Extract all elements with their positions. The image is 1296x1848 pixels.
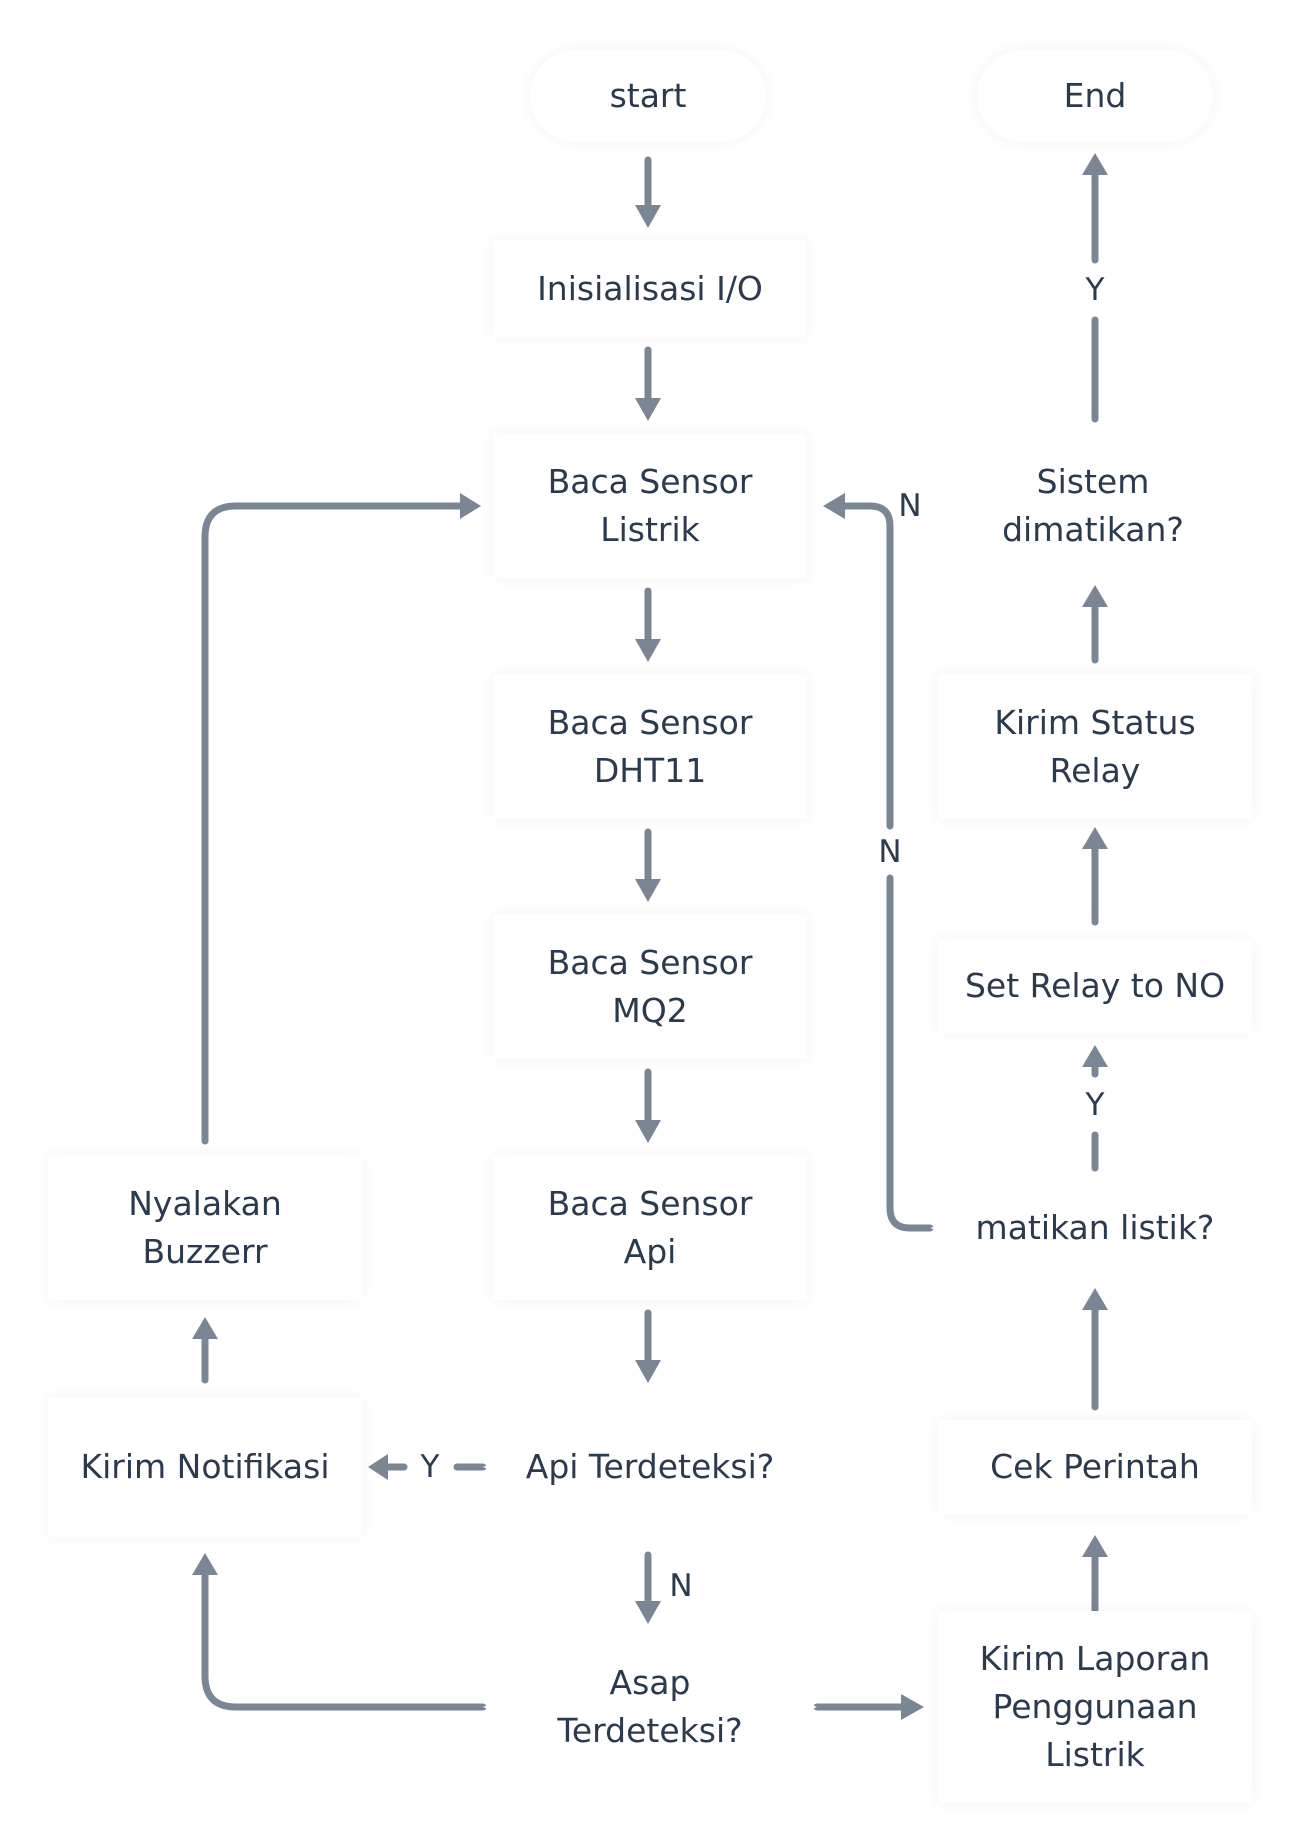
kirim-status-process: Kirim Status Relay (938, 674, 1252, 819)
asap-decision: Asap Terdeteksi? (483, 1636, 817, 1778)
matikan-yes-label: Y (1082, 1087, 1108, 1123)
kirim-laporan-line-1: Kirim Laporan (979, 1639, 1211, 1678)
end-label: End (1063, 76, 1127, 115)
read-listrik-process: Baca Sensor Listrik (493, 433, 807, 578)
edge-buzzer-listrik (201, 502, 469, 1145)
asap-decision-line-2: Terdeteksi? (557, 1711, 743, 1750)
kirim-laporan-process: Kirim Laporan Penggunaan Listrik (938, 1611, 1252, 1803)
read-dht11-line-2: DHT11 (593, 750, 707, 790)
sistem-no-label: N (895, 488, 925, 524)
read-api-process: Baca Sensor Api (493, 1155, 807, 1300)
arrowhead-laporan (901, 1694, 924, 1720)
start-terminator: start (530, 50, 766, 142)
kirim-notifikasi-process: Kirim Notifikasi (48, 1397, 362, 1537)
arrowhead-api (635, 1120, 661, 1143)
arrowhead-status (1082, 827, 1108, 849)
arrowhead-notifikasi-left (368, 1454, 388, 1480)
asap-decision-shape (483, 1636, 817, 1778)
arrowhead-notifikasi-up (192, 1553, 218, 1575)
api-decision-shape (483, 1397, 817, 1537)
sistem-yes-label: Y (1082, 272, 1108, 308)
arrowhead-apidecision (635, 1360, 661, 1383)
cek-perintah-label: Cek Perintah (990, 1447, 1200, 1486)
arrowhead-end (1082, 153, 1108, 175)
nyalakan-buzzer-line-1: Nyalakan (128, 1183, 282, 1223)
read-listrik-line-2: Listrik (600, 509, 700, 549)
kirim-status-line-1: Kirim Status (994, 702, 1196, 742)
arrowhead-buzzer-up (192, 1317, 218, 1339)
arrowhead-matikan (1082, 1288, 1108, 1310)
arrowhead-listrik-from-right (823, 493, 845, 519)
sistem-decision-shape (932, 432, 1254, 580)
matikan-decision-shape (930, 1178, 1260, 1278)
kirim-laporan-line-2: Penggunaan (992, 1687, 1198, 1726)
read-api-line-1: Baca Sensor (547, 1183, 753, 1223)
edge-matikan-listrik-top (836, 502, 894, 830)
read-mq2-line-1: Baca Sensor (547, 942, 753, 982)
sistem-decision-line-1: Sistem (1036, 462, 1150, 501)
end-terminator: End (977, 50, 1213, 142)
set-relay-process: Set Relay to NO (938, 939, 1252, 1033)
arrowhead-relay (1082, 1045, 1108, 1067)
kirim-status-line-2: Relay (1049, 750, 1141, 790)
arrowhead-sistem (1082, 585, 1108, 607)
read-dht11-process: Baca Sensor DHT11 (493, 674, 807, 819)
nyalakan-buzzer-line-2: Buzzerr (142, 1231, 268, 1271)
init-label: Inisialisasi I/O (537, 268, 763, 308)
matikan-decision-label: matikan listik? (975, 1208, 1215, 1247)
arrowhead-listrik (635, 398, 661, 421)
asap-decision-line-1: Asap (609, 1663, 691, 1702)
init-process: Inisialisasi I/O (493, 240, 807, 337)
sistem-decision-line-2: dimatikan? (1002, 510, 1184, 549)
read-api-line-2: Api (623, 1231, 677, 1271)
api-no-label: N (666, 1568, 696, 1604)
arrowhead-init (635, 205, 661, 228)
sistem-decision: Sistem dimatikan? (932, 432, 1254, 580)
read-dht11-line-1: Baca Sensor (547, 702, 753, 742)
matikan-decision: matikan listik? (930, 1178, 1260, 1278)
start-label: start (609, 76, 687, 115)
arrowhead-asap (635, 1601, 661, 1624)
arrowhead-mq2 (635, 879, 661, 902)
read-mq2-process: Baca Sensor MQ2 (493, 914, 807, 1059)
cek-perintah-process: Cek Perintah (938, 1420, 1252, 1514)
kirim-laporan-line-3: Listrik (1045, 1735, 1145, 1774)
edge-asap-notifikasi (201, 1566, 487, 1711)
matikan-no-label: N (875, 834, 905, 870)
arrowhead-listrik-left (460, 493, 481, 519)
api-yes-label: Y (417, 1449, 443, 1485)
edge-matikan-listrik-bottom (886, 874, 934, 1232)
set-relay-label: Set Relay to NO (964, 966, 1226, 1005)
read-mq2-line-2: MQ2 (612, 990, 688, 1030)
arrowhead-dht11 (635, 639, 661, 662)
kirim-notifikasi-label: Kirim Notifikasi (80, 1447, 330, 1486)
api-decision: Api Terdeteksi? (483, 1397, 817, 1537)
api-decision-label: Api Terdeteksi? (525, 1447, 775, 1486)
nyalakan-buzzer-process: Nyalakan Buzzerr (48, 1155, 362, 1300)
read-listrik-line-1: Baca Sensor (547, 461, 753, 501)
arrowhead-cek (1082, 1535, 1108, 1557)
